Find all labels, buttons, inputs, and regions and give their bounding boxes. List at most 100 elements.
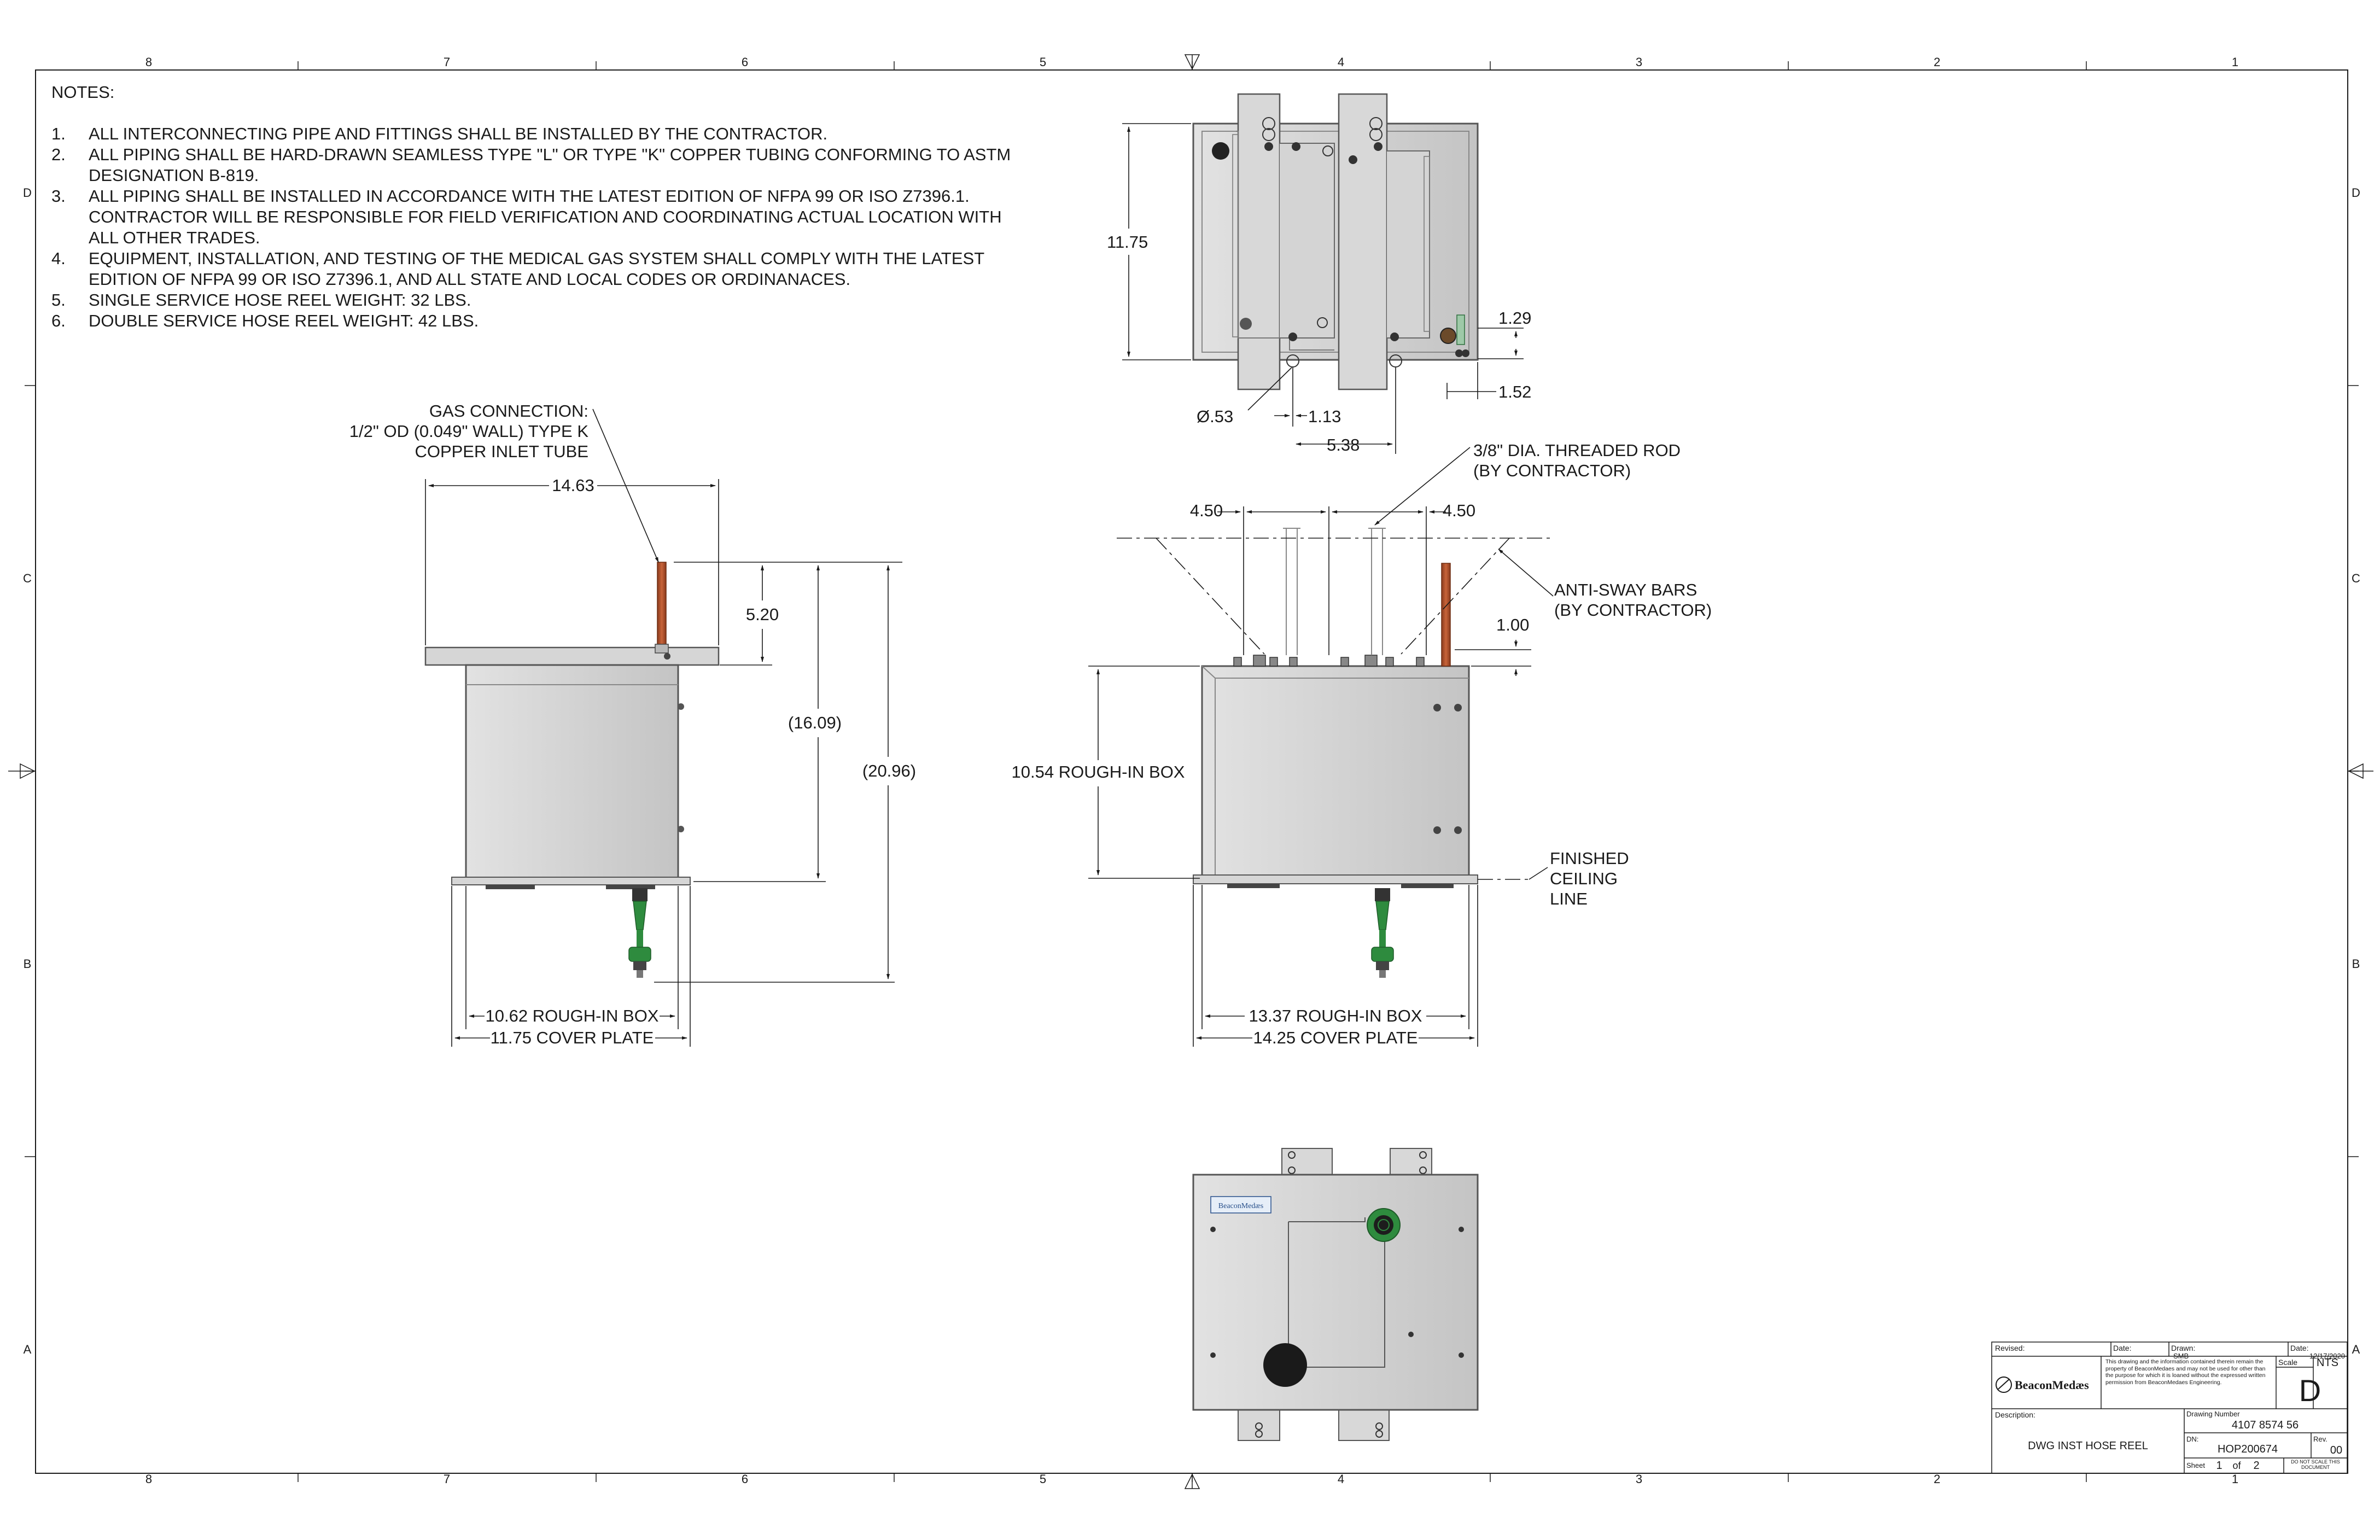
tb-drawing-number-value: 4107 8574 56 bbox=[2232, 1419, 2299, 1431]
side-view-cover-plate-bottom bbox=[451, 877, 691, 885]
tb-dn-value: HOP200674 bbox=[2218, 1443, 2278, 1455]
row-label: A bbox=[24, 1343, 32, 1356]
note-text: EQUIPMENT, INSTALLATION, AND TESTING OF … bbox=[89, 249, 985, 289]
note-text: ALL PIPING SHALL BE INSTALLED IN ACCORDA… bbox=[89, 186, 1002, 247]
front-view-box bbox=[1201, 665, 1470, 879]
copper-inlet-tube bbox=[657, 562, 667, 648]
row-label: B bbox=[2352, 957, 2360, 971]
front-view-cover-plate bbox=[1193, 874, 1478, 884]
side-view-dim-text: GAS CONNECTION: 1/2" OD (0.049" WALL) TY… bbox=[349, 401, 916, 1047]
tb-sheet-label: Sheet bbox=[2186, 1461, 2205, 1469]
bottom-logo: BeaconMedæs bbox=[1218, 1202, 1263, 1210]
dim-side-1609: (16.09) bbox=[788, 713, 842, 732]
top-view bbox=[1192, 93, 1479, 390]
side-view-cover-plate-top bbox=[424, 646, 720, 666]
col-label: 3 bbox=[1636, 1472, 1642, 1486]
note-text: DOUBLE SERVICE HOSE REEL WEIGHT: 42 LBS. bbox=[89, 311, 479, 330]
tb-scale-label: Scale bbox=[2278, 1358, 2297, 1367]
note-text: SINGLE SERVICE HOSE REEL WEIGHT: 32 LBS. bbox=[89, 290, 471, 310]
dim-top-152: 1.52 bbox=[1498, 382, 1531, 401]
bottom-bracket-left-bottom bbox=[1238, 1409, 1280, 1441]
front-view-dim-text: 3/8" DIA. THREADED ROD (BY CONTRACTOR) 4… bbox=[1012, 441, 1712, 1047]
dim-top-height: 11.75 bbox=[1107, 232, 1148, 252]
note-number: 2. bbox=[51, 145, 66, 164]
tb-drawing-number-label: Drawing Number bbox=[2186, 1410, 2240, 1418]
row-label: A bbox=[2352, 1343, 2360, 1356]
tb-drawn-label: Drawn: bbox=[2171, 1344, 2195, 1352]
tb-rev-label: Rev. bbox=[2313, 1435, 2328, 1443]
tb-scale-value: NTS bbox=[2317, 1357, 2338, 1369]
front-view-hose bbox=[1371, 888, 1394, 978]
bottom-view-plate bbox=[1192, 1174, 1479, 1411]
row-label: C bbox=[2352, 571, 2360, 585]
tb-disclaimer: This drawing and the information contain… bbox=[2105, 1358, 2266, 1386]
note-text: ALL INTERCONNECTING PIPE AND FITTINGS SH… bbox=[89, 124, 828, 143]
col-label: 1 bbox=[2232, 55, 2238, 69]
notes-block: NOTES: 1. ALL INTERCONNECTING PIPE AND F… bbox=[51, 82, 1036, 331]
dim-side-1463: 14.63 bbox=[552, 476, 594, 495]
bottom-port bbox=[1263, 1343, 1307, 1387]
threaded-rod-label: 3/8" DIA. THREADED ROD bbox=[1473, 441, 1681, 460]
note-item: 4. EQUIPMENT, INSTALLATION, AND TESTING … bbox=[51, 248, 1036, 290]
row-label: D bbox=[2352, 186, 2360, 200]
front-view-top-fittings bbox=[1233, 655, 1425, 667]
threaded-rod-label: (BY CONTRACTOR) bbox=[1473, 461, 1631, 480]
bottom-bracket-left-top bbox=[1281, 1148, 1333, 1175]
note-item: 5. SINGLE SERVICE HOSE REEL WEIGHT: 32 L… bbox=[51, 290, 1036, 311]
gas-connection-label: GAS CONNECTION: bbox=[429, 401, 588, 421]
title-block-text: Revised: Date: Drawn: SMB Date: 12/17/20… bbox=[1995, 1344, 2345, 1472]
top-view-dimensions bbox=[1122, 123, 1524, 454]
note-number: 1. bbox=[51, 124, 66, 143]
dim-front-100: 1.00 bbox=[1496, 615, 1529, 634]
company-name: BeaconMedæs bbox=[2015, 1378, 2089, 1392]
anti-sway-label: ANTI-SWAY BARS bbox=[1554, 580, 1697, 599]
tb-revised-label: Revised: bbox=[1995, 1344, 2025, 1352]
col-label: 2 bbox=[1934, 1472, 1940, 1486]
tb-dn-label: DN: bbox=[2186, 1435, 2198, 1443]
note-item: 2. ALL PIPING SHALL BE HARD-DRAWN SEAMLE… bbox=[51, 144, 1036, 186]
col-label: 5 bbox=[1040, 55, 1046, 69]
gas-connection-label: 1/2" OD (0.049" WALL) TYPE K bbox=[349, 422, 589, 441]
drawing-border bbox=[8, 54, 2373, 1489]
gas-connection-label: COPPER INLET TUBE bbox=[415, 442, 588, 461]
tb-noscale: DO NOT SCALE THIS DOCUMENT bbox=[2291, 1459, 2340, 1470]
dim-front-cover: 14.25 COVER PLATE bbox=[1253, 1028, 1418, 1047]
bottom-logo-plate bbox=[1210, 1196, 1271, 1214]
col-label: 4 bbox=[1338, 1472, 1344, 1486]
border-col-labels-bottom: 8 7 6 5 4 3 2 1 bbox=[145, 1472, 2238, 1486]
side-view bbox=[424, 562, 720, 978]
logo-icon bbox=[1996, 1376, 2012, 1393]
tb-description-value: DWG INST HOSE REEL bbox=[2028, 1440, 2148, 1452]
bracket-left bbox=[1237, 93, 1281, 390]
col-label: 5 bbox=[1040, 1472, 1046, 1486]
note-number: 5. bbox=[51, 290, 66, 310]
company-logo: BeaconMedæs bbox=[1996, 1376, 2089, 1393]
dim-front-roughin: 13.37 ROUGH-IN BOX bbox=[1249, 1006, 1422, 1025]
dim-top-hole: Ø.53 bbox=[1197, 407, 1233, 426]
col-label: 2 bbox=[1934, 55, 1940, 69]
ceiling-label: CEILING bbox=[1550, 869, 1618, 888]
tb-date-label: Date: bbox=[2113, 1344, 2131, 1352]
front-view-dimensions bbox=[1088, 447, 1554, 1047]
note-number: 4. bbox=[51, 249, 66, 268]
border-row-labels: D C B A D C B A bbox=[23, 186, 2360, 1356]
title-block bbox=[1991, 1341, 2348, 1474]
col-label: 4 bbox=[1338, 55, 1344, 69]
side-view-dimensions bbox=[425, 409, 902, 1047]
note-item: 6. DOUBLE SERVICE HOSE REEL WEIGHT: 42 L… bbox=[51, 311, 1036, 331]
dim-side-520: 5.20 bbox=[746, 605, 779, 624]
tb-date2-label: Date: bbox=[2290, 1344, 2308, 1352]
dim-top-538: 5.38 bbox=[1327, 435, 1360, 454]
ceiling-label: LINE bbox=[1550, 889, 1588, 908]
dim-top-113: 1.13 bbox=[1308, 407, 1341, 426]
col-label: 8 bbox=[145, 55, 152, 69]
note-number: 3. bbox=[51, 186, 66, 206]
row-label: C bbox=[23, 571, 32, 585]
tb-of-label: of bbox=[2232, 1460, 2241, 1471]
top-view-box bbox=[1192, 122, 1479, 361]
tb-description-label: Description: bbox=[1995, 1410, 2035, 1419]
bottom-bracket-right-bottom bbox=[1338, 1409, 1390, 1441]
col-label: 1 bbox=[2232, 1472, 2238, 1486]
front-view bbox=[1193, 528, 1478, 978]
